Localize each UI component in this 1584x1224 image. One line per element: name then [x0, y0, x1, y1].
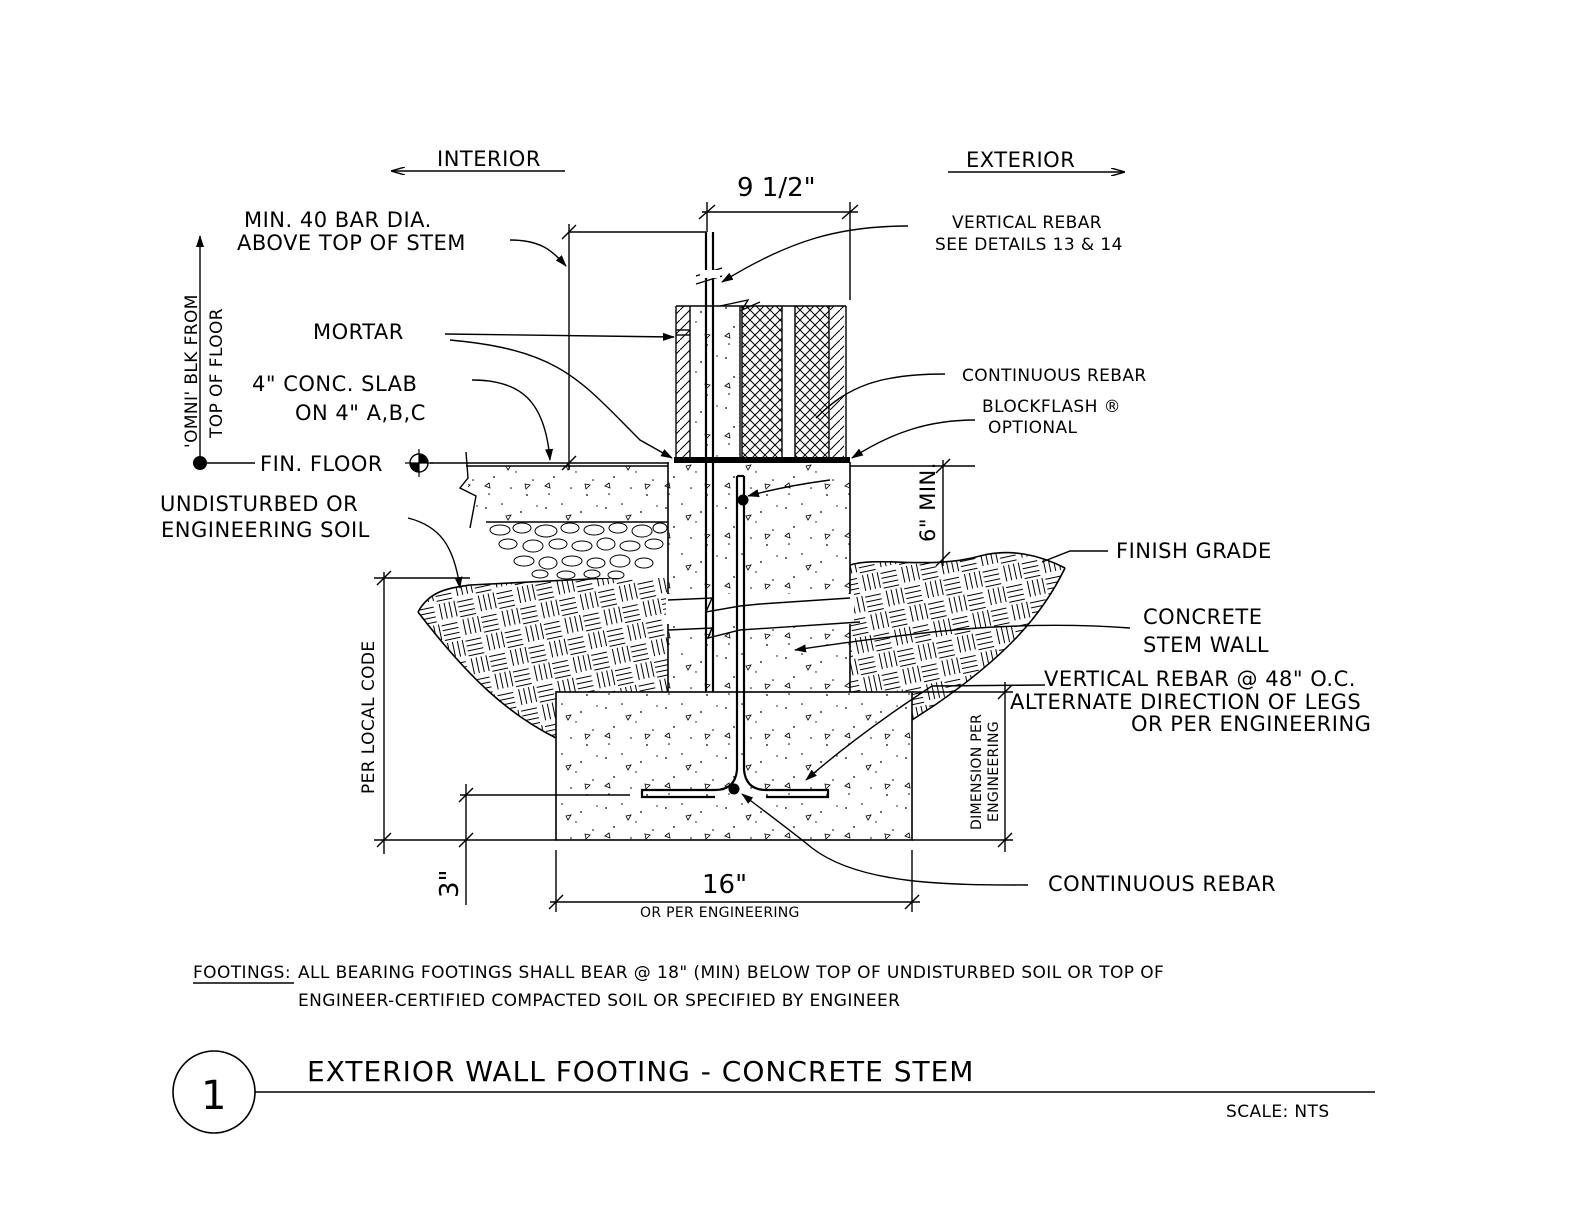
omni-block-outline [675, 305, 847, 458]
stem-wall-label-1: CONCRETE [1143, 605, 1263, 629]
continuous-rebar-bottom-dot [728, 783, 740, 795]
footing-outline [555, 691, 913, 841]
leader-lines [407, 225, 1131, 886]
cover-text: 3" [435, 869, 465, 898]
omni-block-core-left [742, 306, 782, 458]
finish-grade-label: FINISH GRADE [1116, 539, 1272, 563]
omni-block-text-1: 'OMNI' BLK FROM [182, 294, 202, 448]
scale-label: SCALE: NTS [1226, 1102, 1330, 1122]
mortar-label: MORTAR [313, 320, 404, 344]
footing-width-note: OR PER ENGINEERING [640, 905, 800, 921]
stem-dowel-rebar [640, 474, 830, 799]
floor-origin-dot [193, 456, 207, 470]
omni-block-face-right [830, 306, 844, 458]
dimension-per-engineering-text-2: ENGINEERING [986, 721, 1002, 822]
omni-block-grout [692, 306, 740, 458]
vertical-rebar-top-label-1: VERTICAL REBAR [952, 213, 1102, 233]
footing-width-text: 16" [702, 870, 747, 900]
soil-label-1: UNDISTURBED OR [160, 492, 358, 516]
interior-label: INTERIOR [437, 147, 541, 171]
fin-floor-label: FIN. FLOOR [260, 452, 383, 476]
continuous-rebar-top-dot [737, 494, 749, 506]
footings-note-line-2: ENGINEER-CERTIFIED COMPACTED SOIL OR SPE… [298, 991, 900, 1011]
footings-note-line-1: ALL BEARING FOOTINGS SHALL BEAR @ 18" (M… [298, 963, 1164, 983]
slab-break-line [458, 451, 477, 529]
cover-dimension [458, 784, 630, 905]
vertical-rebar-bottom-label-1: VERTICAL REBAR @ 48" O.C. [1044, 667, 1356, 691]
soil-exterior-bottom-edge [911, 567, 1066, 721]
blockflash-label-2: OPTIONAL [988, 418, 1078, 438]
blockflash-strip [674, 457, 850, 463]
gravel-base [489, 522, 668, 580]
soil-interior-bottom-edge [417, 611, 557, 739]
per-local-code-text: PER LOCAL CODE [359, 640, 379, 794]
continuous-rebar-bottom-label: CONTINUOUS REBAR [1048, 872, 1276, 896]
stem-wall-concrete-texture [668, 462, 850, 692]
min-bar-label-2: ABOVE TOP OF STEM [237, 231, 466, 255]
continuous-rebar-top-label: CONTINUOUS REBAR [962, 366, 1147, 386]
detail-number: 1 [201, 1073, 226, 1119]
footing-concrete-texture [556, 692, 912, 840]
soil-label-2: ENGINEERING SOIL [161, 518, 370, 542]
footing-depth-dimension [912, 682, 1013, 852]
soil-interior-edge [417, 574, 669, 613]
stem-width-text: 9 1/2" [737, 173, 816, 203]
soil-exterior-hatch [850, 552, 1065, 720]
omni-block-text-2: TOP OF FLOOR [207, 308, 227, 439]
floor-level-symbol [405, 449, 433, 477]
vertical-rebar-top-label-2: SEE DETAILS 13 & 14 [935, 235, 1123, 255]
vertical-rebar [695, 232, 723, 692]
footings-note-label: FOOTINGS: [193, 963, 291, 983]
frost-depth-dimension [374, 570, 556, 854]
min-depth-dimension [935, 458, 951, 567]
soil-interior-hatch [418, 575, 668, 738]
omni-block-break [719, 298, 761, 312]
stem-wall-label-2: STEM WALL [1143, 633, 1269, 657]
exterior-label: EXTERIOR [966, 148, 1075, 172]
vertical-rebar-bottom-label-2: ALTERNATE DIRECTION OF LEGS [1010, 690, 1361, 714]
dimension-per-engineering-text-1: DIMENSION PER [969, 714, 985, 830]
slab-label-2: ON 4" A,B,C [295, 401, 426, 425]
stem-width-dimension [698, 202, 859, 300]
finish-grade-line [849, 551, 1066, 569]
stem-break-line-upper [667, 597, 851, 613]
min-depth-text: 6" MIN. [916, 462, 940, 542]
lap-length-dimension [561, 224, 706, 471]
slab-label-1: 4" CONC. SLAB [252, 372, 417, 396]
omni-block-core-right [795, 306, 829, 458]
omni-block-face-left [676, 306, 690, 458]
min-bar-label-1: MIN. 40 BAR DIA. [244, 208, 432, 232]
stem-break-line-lower [667, 621, 861, 640]
vertical-rebar-bottom-label-3: OR PER ENGINEERING [1131, 712, 1371, 736]
blockflash-label-1: BLOCKFLASH ® [982, 397, 1121, 417]
concrete-slab [468, 466, 668, 522]
drawing-title: EXTERIOR WALL FOOTING - CONCRETE STEM [307, 1055, 974, 1088]
